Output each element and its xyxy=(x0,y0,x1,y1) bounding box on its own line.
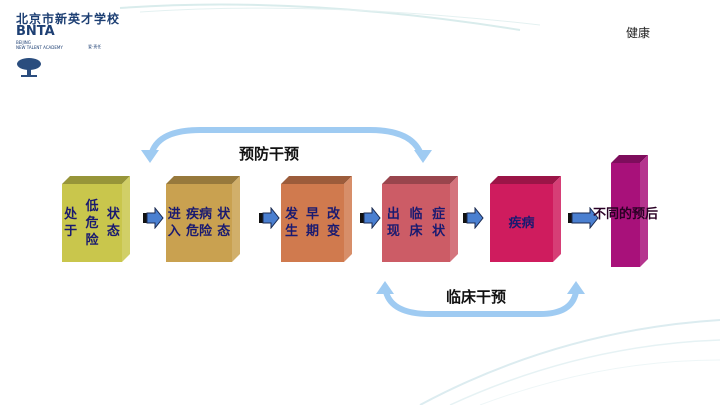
stage-box-top xyxy=(490,176,561,184)
school-name-cn: 北京市新英才学校 xyxy=(16,12,121,26)
stage-label: 发生早期改变 xyxy=(281,184,344,262)
prevention-arc xyxy=(149,127,423,154)
clinical-label: 临床干预 xyxy=(446,288,507,306)
prevention-label: 预防干预 xyxy=(239,145,300,163)
stage-box-side xyxy=(232,176,240,262)
flow-arrow-icon xyxy=(360,206,382,233)
stage-box-top xyxy=(62,176,130,184)
stage-box: 出现临床症状 xyxy=(382,176,458,262)
flow-arrow-icon xyxy=(463,206,485,233)
stage-box: 发生早期改变 xyxy=(281,176,352,262)
stage-box-side xyxy=(344,176,352,262)
stage-label: 处于低危险状态 xyxy=(62,184,122,262)
stage-box: 疾病 xyxy=(490,176,561,262)
arrowhead-left xyxy=(141,150,159,163)
arrowhead-up-right xyxy=(567,281,585,294)
stage-box: 处于低危险状态 xyxy=(62,176,130,262)
stage-box-side xyxy=(122,176,130,262)
stage-label: 出现临床症状 xyxy=(382,184,450,262)
stage-box: 进入疾病危险状态 xyxy=(166,176,240,262)
topic-title: 健康 xyxy=(626,26,651,40)
stage-box-side xyxy=(553,176,561,262)
arrowhead-up-left xyxy=(376,281,394,294)
stage-box-top xyxy=(281,176,352,184)
flow-arrow-icon xyxy=(143,206,165,233)
clinical-arc xyxy=(383,290,579,317)
stage-label: 进入疾病危险状态 xyxy=(166,184,232,262)
arrowhead-right xyxy=(414,150,432,163)
stage-box-side xyxy=(640,155,648,267)
tree-logo-icon xyxy=(17,58,41,77)
stage-box-side xyxy=(450,176,458,262)
flow-arrow-icon xyxy=(568,206,600,233)
stage-label: 不同的预后 xyxy=(593,163,658,267)
stage-box-top xyxy=(166,176,240,184)
stage-box-top xyxy=(382,176,458,184)
stage-label: 疾病 xyxy=(490,184,553,262)
stage-box: 不同的预后 xyxy=(593,155,658,267)
stage-box-top xyxy=(611,155,648,163)
flow-arrow-icon xyxy=(259,206,281,233)
school-motto: 爱·责任 xyxy=(88,44,102,49)
school-abbr: BNTA xyxy=(16,24,55,39)
